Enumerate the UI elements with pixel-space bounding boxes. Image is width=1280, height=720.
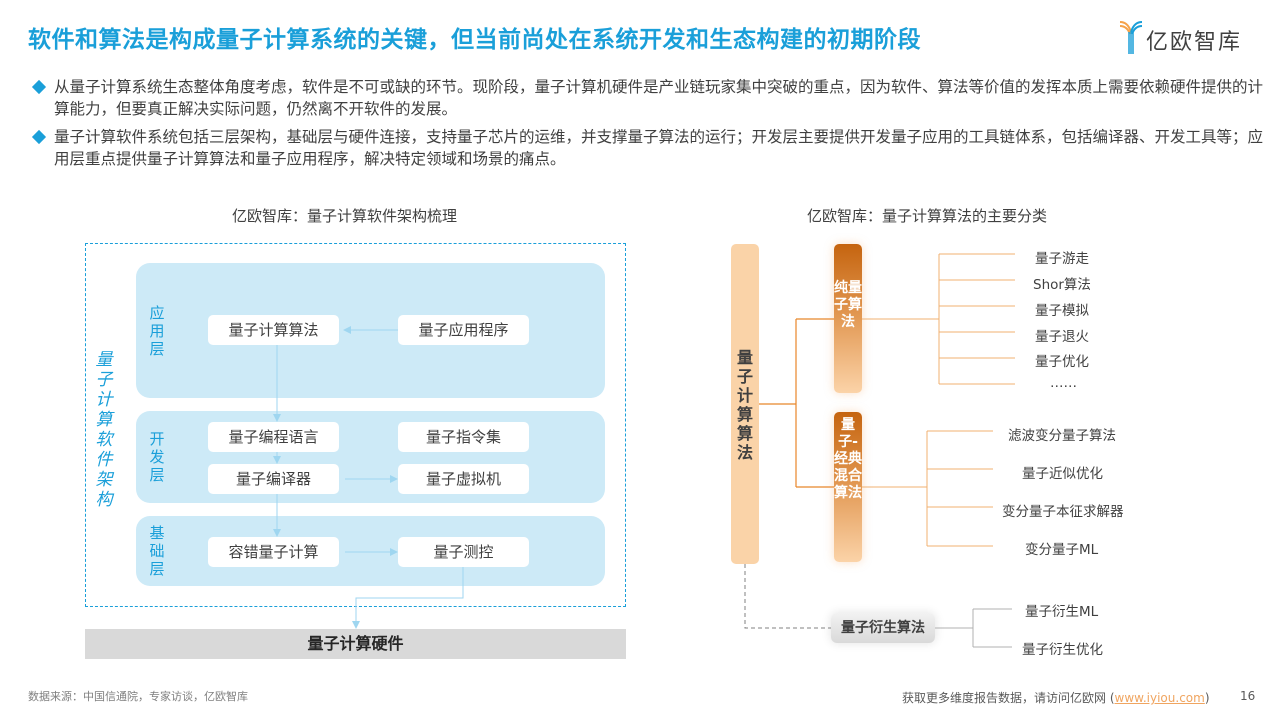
category-node-hybrid (834, 412, 862, 562)
bullet-text: 从量子计算系统生态整体角度考虑，软件是不可或缺的环节。现阶段，量子计算机硬件是产… (54, 78, 1264, 118)
application-layer-label: 应用层 (149, 304, 165, 358)
leaf-vqe: 变分量子本征求解器 (1002, 504, 1124, 520)
data-source: 数据来源：中国信通院，专家访谈，亿欧智库 (28, 690, 248, 703)
page-title: 软件和算法是构成量子计算系统的关键，但当前尚处在系统开发和生态构建的初期阶段 (28, 27, 921, 53)
quantum-hardware-bar: 量子计算硬件 (85, 629, 626, 659)
leaf-vqml: 变分量子ML (1025, 542, 1099, 558)
quantum-app-box: 量子应用程序 (398, 315, 529, 345)
logo-mark-icon (1119, 21, 1143, 54)
footer-more-prefix: 获取更多维度报告数据，请访问亿欧网 ( (902, 691, 1115, 705)
category-node-derived: 量子衍生算法 (831, 613, 935, 643)
architecture-side-label: 量子计算软件架构 (95, 350, 113, 510)
bullet-item: 从量子计算系统生态整体角度考虑，软件是不可或缺的环节。现阶段，量子计算机硬件是产… (31, 76, 1264, 120)
application-layer (136, 263, 605, 398)
diamond-bullet-icon (31, 79, 47, 95)
quantum-algorithm-box: 量子计算算法 (208, 315, 339, 345)
leaf-quantum-optimization: 量子优化 (1035, 354, 1089, 370)
diamond-bullet-icon (31, 129, 47, 145)
leaf-quantum-simulation: 量子模拟 (1035, 303, 1089, 319)
leaf-quantum-annealing: 量子退火 (1035, 329, 1089, 345)
category-label-hybrid: 量子-经典混合算法 (834, 417, 862, 501)
logo-text: 亿欧智库 (1146, 30, 1243, 55)
leaf-quantum-walk: 量子游走 (1035, 251, 1089, 267)
quantum-compiler-box: 量子编译器 (208, 464, 339, 494)
footer-more-info: 获取更多维度报告数据，请访问亿欧网 (www.iyiou.com) (902, 689, 1210, 706)
leaf-filtering-vqa: 滤波变分量子算法 (1008, 428, 1116, 444)
right-diagram-title: 亿欧智库：量子计算算法的主要分类 (807, 207, 1048, 225)
bullet-text: 量子计算软件系统包括三层架构，基础层与硬件连接，支持量子芯片的运维，并支撑量子算… (54, 128, 1264, 168)
quantum-virtual-machine-box: 量子虚拟机 (398, 464, 529, 494)
quantum-measurement-control-box: 量子测控 (398, 537, 529, 567)
category-node-pure-quantum (834, 244, 862, 393)
logo: 亿欧智库 (1118, 18, 1258, 58)
footer-more-suffix: ) (1204, 691, 1210, 705)
page-number: 16 (1240, 689, 1256, 703)
root-node-quantum-algorithms (731, 244, 759, 564)
leaf-qaoa: 量子近似优化 (1022, 466, 1103, 482)
development-layer-label: 开发层 (149, 430, 165, 484)
quantum-instruction-set-box: 量子指令集 (398, 422, 529, 452)
iyiou-link[interactable]: www.iyiou.com (1114, 691, 1205, 705)
leaf-derived-ml: 量子衍生ML (1025, 604, 1099, 620)
root-node-label: 量子计算算法 (736, 348, 753, 462)
bullet-item: 量子计算软件系统包括三层架构，基础层与硬件连接，支持量子芯片的运维，并支撑量子算… (31, 126, 1264, 170)
quantum-programming-language-box: 量子编程语言 (208, 422, 339, 452)
foundation-layer (136, 516, 605, 586)
category-label-pure-quantum: 纯量子算法 (834, 280, 862, 330)
leaf-derived-optimization: 量子衍生优化 (1022, 642, 1103, 658)
bullet-list: 从量子计算系统生态整体角度考虑，软件是不可或缺的环节。现阶段，量子计算机硬件是产… (31, 76, 1264, 176)
leaf-ellipsis: …… (1050, 375, 1077, 391)
leaf-shor: Shor算法 (1033, 277, 1091, 293)
foundation-layer-label: 基础层 (149, 524, 165, 578)
left-diagram-title: 亿欧智库：量子计算软件架构梳理 (232, 207, 458, 225)
fault-tolerant-computing-box: 容错量子计算 (208, 537, 339, 567)
development-layer (136, 411, 605, 503)
